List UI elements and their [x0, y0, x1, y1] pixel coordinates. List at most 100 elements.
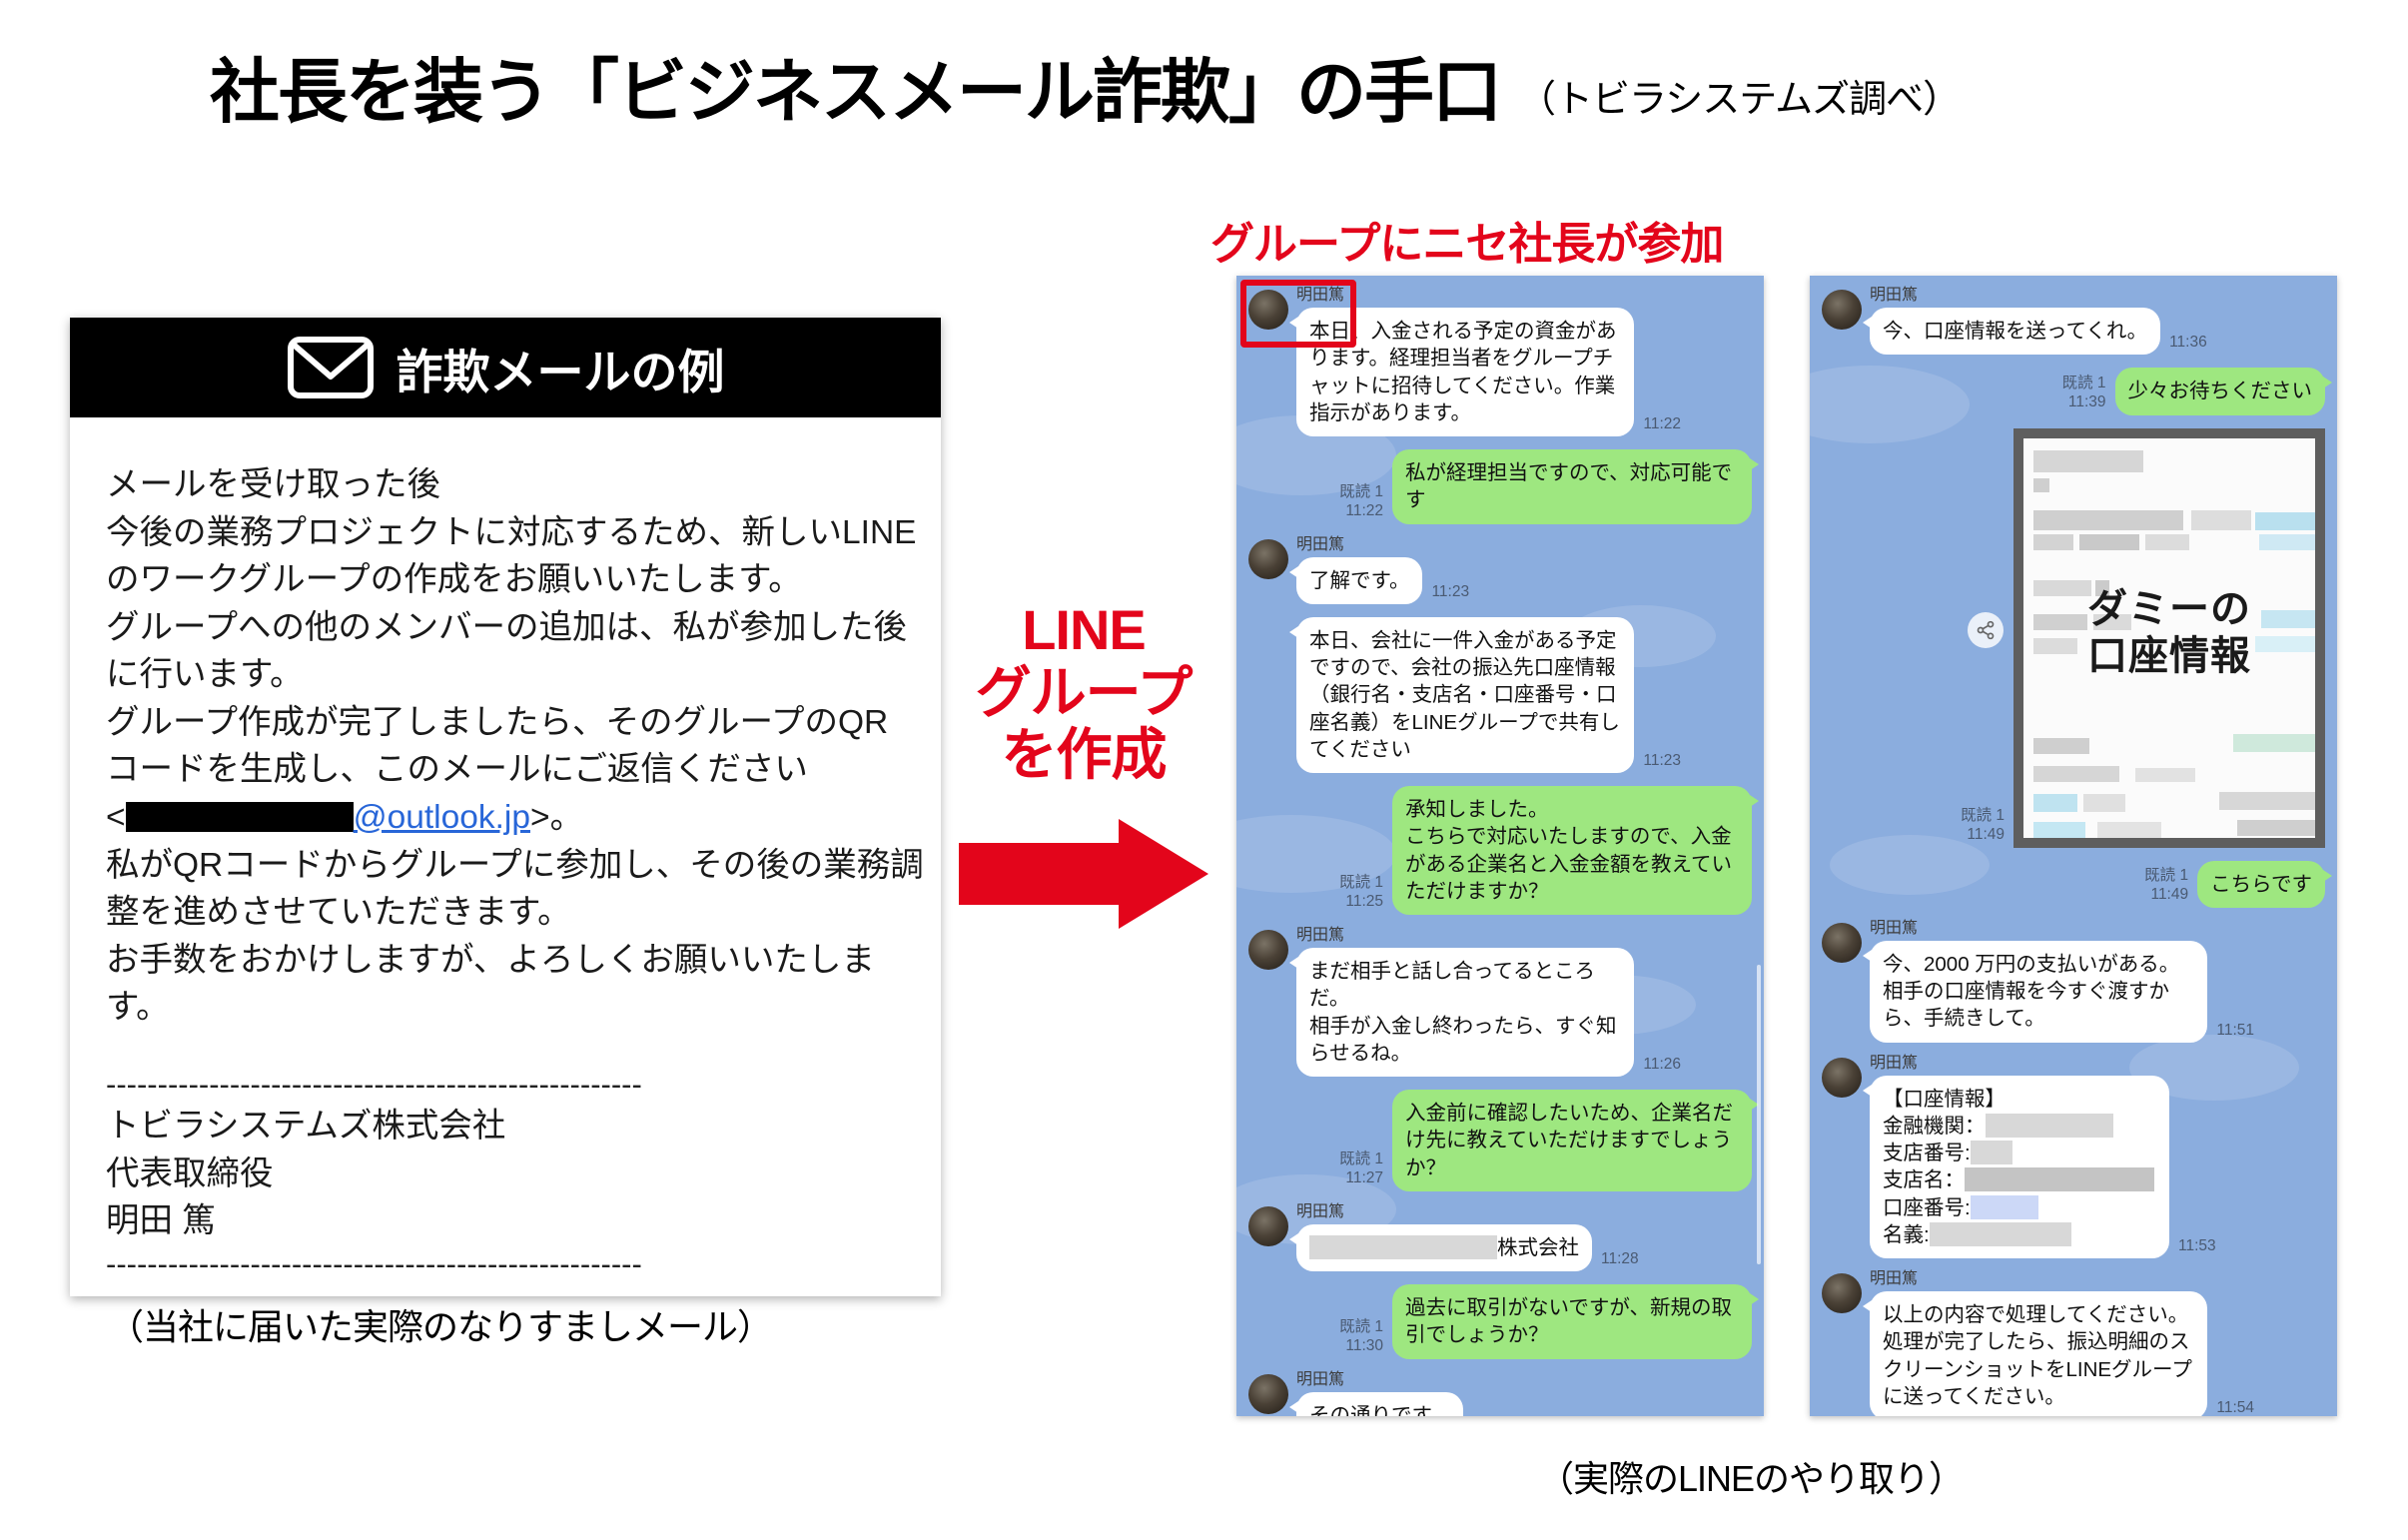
message-timestamp: 11:51	[2216, 1021, 2254, 1039]
avatar[interactable]	[1248, 1373, 1288, 1414]
avatar[interactable]	[1822, 290, 1862, 330]
message-text: こちらです	[2210, 872, 2312, 896]
message-text: 承知しました。 こちらで対応いたしますので、入金がある企業名と入金金額を教えてい…	[1405, 798, 1732, 903]
email-body-line: グループへの他のメンバーの追加は、私が参加した後	[106, 608, 907, 646]
account-info-label: 金融機関：	[1883, 1114, 1986, 1138]
avatar[interactable]	[1248, 1205, 1288, 1246]
account-info-row: 金融機関：	[1883, 1113, 2156, 1140]
avatar[interactable]	[1248, 930, 1288, 970]
sender-name: 明田篤	[1296, 1202, 1345, 1220]
redaction-bar	[2191, 509, 2251, 530]
email-domain-link[interactable]: @outlook.jp	[353, 798, 530, 836]
account-info-row: 支店名：	[1883, 1166, 2156, 1193]
title-source-text: （トビラシステムズ調べ）	[1518, 79, 1961, 121]
redaction-bar	[2033, 637, 2077, 654]
redaction-bar	[1985, 1113, 2113, 1138]
chat-bubble-outgoing[interactable]: 少々お待ちください	[2114, 368, 2332, 415]
avatar[interactable]	[1822, 1273, 1862, 1313]
message-timestamp: 11:23	[1643, 752, 1681, 770]
email-card-header: 詐欺メールの例	[70, 318, 941, 417]
avatar[interactable]	[1822, 922, 1862, 963]
account-info-row: 名義:	[1883, 1221, 2156, 1248]
email-body-line: グループ作成が完了しましたら、そのグループのQR	[106, 703, 889, 741]
message-text: 株式会社	[1497, 1235, 1579, 1259]
read-receipt: 既読 1	[1961, 806, 2005, 824]
redaction-bar	[2033, 477, 2049, 492]
redaction-bar	[2219, 791, 2315, 810]
redaction-bar	[2033, 737, 2089, 754]
avatar[interactable]	[1822, 1057, 1862, 1098]
arrow-label-line: グループ	[975, 660, 1194, 724]
redaction-bar	[2097, 821, 2161, 838]
chat-scrollbar[interactable]	[1757, 965, 1761, 1264]
email-divider-bottom: ----------------------------------------…	[106, 1245, 642, 1281]
account-info-heading: 【口座情報】	[1883, 1087, 2006, 1111]
redaction-bar	[125, 801, 354, 832]
email-body: メールを受け取った後 今後の業務プロジェクトに対応するため、新しいLINE のワ…	[70, 417, 941, 1282]
line-chat-panel-left[interactable]: 明田篤 本日、入金される予定の資金があります。経理担当者をグループチャットに招待し…	[1236, 276, 1764, 1416]
chat-bubble-incoming[interactable]: 今、口座情報を送ってくれ。	[1862, 308, 2161, 356]
sender-name: 明田篤	[1296, 927, 1345, 944]
redaction-bar	[1970, 1194, 2038, 1219]
message-timestamp: 11:28	[1601, 1250, 1639, 1268]
redaction-bar	[2083, 793, 2125, 812]
chat-bubble-outgoing[interactable]: 私が経理担当ですので、対応可能です	[1392, 449, 1759, 524]
dummy-account-image[interactable]: ダミーの 口座情報	[2013, 427, 2325, 848]
share-icon[interactable]	[1968, 611, 2004, 648]
chat-bubble-incoming[interactable]: その通りです。	[1288, 1391, 1464, 1416]
chat-bubble-incoming[interactable]: 本日、会社に一件入金がある予定ですので、会社の振込先口座情報（銀行名・支店名・口…	[1288, 616, 1635, 773]
redaction-bar	[2093, 613, 2131, 630]
chat-bubble-incoming[interactable]: 【口座情報】金融機関：支店番号:支店名：口座番号:名義:	[1863, 1075, 2169, 1258]
message-timestamp: 11:27	[1345, 1168, 1383, 1186]
chat-bubble-incoming[interactable]: まだ相手と話し合ってるところだ。 相手が入金し終わったら、すぐ知らせるね。	[1288, 948, 1635, 1077]
read-receipt: 既読 1	[1339, 874, 1383, 892]
chat-bubble-incoming[interactable]: 以上の内容で処理してください。 処理が完了したら、振込明細のスクリーンショットを…	[1862, 1291, 2208, 1416]
message-meta: 11:23	[1431, 583, 1469, 602]
chat-bubble-incoming[interactable]: 今、2000 万円の支払いがある。相手の口座情報を今すぐ渡すから、手続きして。	[1862, 940, 2208, 1043]
chat-bubble-incoming[interactable]: 本日、入金される予定の資金があります。経理担当者をグループチャットに招待してくだ…	[1288, 308, 1635, 436]
message-text: 今、2000 万円の支払いがある。相手の口座情報を今すぐ渡すから、手続きして。	[1883, 952, 2180, 1031]
redaction-bar	[2033, 579, 2091, 596]
redaction-bar	[2261, 609, 2315, 628]
message-meta: 11:36	[2169, 334, 2207, 353]
account-info-row: 口座番号:	[1883, 1194, 2156, 1221]
account-info-label: 支店名：	[1883, 1168, 1965, 1192]
account-info-label: 口座番号:	[1883, 1195, 1971, 1219]
chat-bubble-incoming[interactable]: 株式会社	[1289, 1223, 1592, 1271]
spacer	[106, 1032, 905, 1066]
chat-bubble-outgoing[interactable]: 承知しました。 こちらで対応いたしますので、入金がある企業名と入金金額を教えてい…	[1392, 786, 1759, 915]
email-card-title: 詐欺メールの例	[396, 345, 725, 398]
avatar[interactable]	[1248, 290, 1288, 330]
chat-message-row: 明田篤株式会社 11:28	[1248, 1202, 1752, 1271]
email-signature-line: トビラシステムズ株式会社	[106, 1107, 506, 1145]
chat-bubble-outgoing[interactable]: 過去に取引がないですが、新規の取引でしょうか？	[1392, 1284, 1759, 1359]
chat-bubble-outgoing[interactable]: 入金前に確認したいため、企業名だけ先に教えていただけますでしょうか？	[1392, 1090, 1759, 1191]
avatar[interactable]	[1248, 538, 1288, 579]
message-timestamp: 11:22	[1345, 501, 1383, 519]
address-prefix: <	[106, 798, 126, 836]
email-body-line: 整を進めさせていただきます。	[106, 894, 571, 932]
redaction-bar	[1309, 1234, 1497, 1259]
chat-message-list-left[interactable]: 明田篤 本日、入金される予定の資金があります。経理担当者をグループチャットに招待し…	[1236, 276, 1764, 1416]
message-meta: 11:23	[1643, 752, 1681, 771]
message-timestamp: 11:49	[1967, 825, 2005, 843]
message-text: 本日、入金される予定の資金があります。経理担当者をグループチャットに招待してくだ…	[1309, 320, 1617, 424]
chat-bubble-outgoing[interactable]: こちらです	[2197, 860, 2332, 908]
read-receipt: 既読 1	[1339, 482, 1383, 500]
account-info-label: 名義:	[1883, 1222, 1930, 1246]
arrow-label-line: LINE	[1022, 598, 1147, 661]
chat-bubble-incoming[interactable]: 了解です。	[1288, 556, 1423, 604]
chat-message-row: 明田篤今、2000 万円の支払いがある。相手の口座情報を今すぐ渡すから、手続きし…	[1822, 920, 2325, 1043]
read-receipt: 既読 1	[1339, 1317, 1383, 1335]
page-title: 社長を装う「ビジネスメール詐欺」の手口 （トビラシステムズ調べ）	[210, 36, 1961, 137]
redaction-bar	[2095, 579, 2109, 596]
chat-message-row: 明田篤了解です。11:23	[1248, 536, 1752, 604]
